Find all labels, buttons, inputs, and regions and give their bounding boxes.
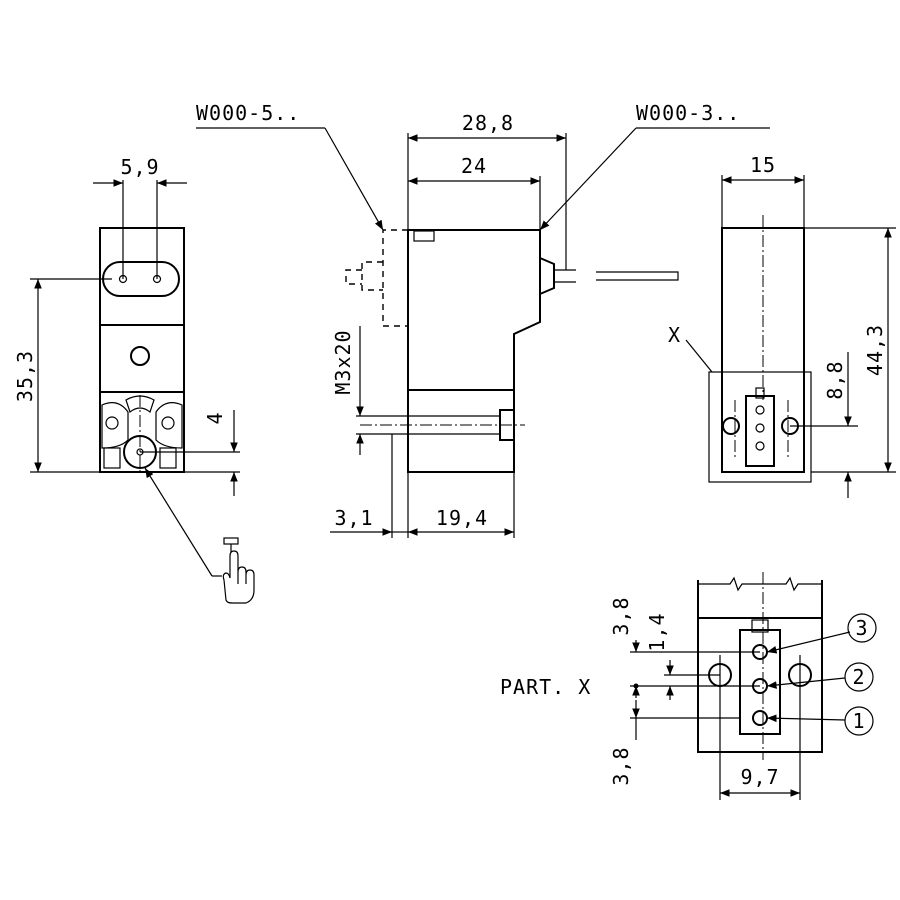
port-3-circle	[847, 613, 877, 643]
thread-label: M3x20	[331, 329, 355, 394]
dim-3-8-bottom: 3,8	[609, 746, 633, 785]
leader-w000-5	[324, 127, 384, 231]
dim-5-9: 5,9	[120, 155, 159, 179]
dim-4: 4	[203, 411, 227, 424]
dim-28-8: 28,8	[462, 111, 514, 135]
port-block	[745, 395, 775, 467]
small-hole-right	[161, 416, 175, 430]
port-2-circle	[844, 662, 874, 692]
connector-outline-dashed	[382, 229, 408, 327]
break-line	[698, 576, 822, 592]
port-1-circle	[844, 706, 874, 736]
front-view: 5,9 35,3 4	[13, 155, 240, 577]
top-notch	[125, 395, 155, 414]
dim-24: 24	[461, 154, 487, 178]
push-hand-icon	[222, 537, 255, 604]
dim-19-4: 19,4	[436, 506, 488, 530]
dim-9-7: 9,7	[740, 765, 779, 789]
cable-gland	[539, 257, 555, 295]
port-1-label: 1	[852, 709, 865, 733]
dim-8-8: 8,8	[823, 360, 847, 399]
side-body-outline	[407, 229, 541, 473]
part-x-port-block	[739, 629, 781, 735]
port-2-label: 2	[852, 665, 865, 689]
label-w000-3: W000-3..	[636, 101, 740, 125]
part-x-detail: 3,8 1,4 3,8 PART. X 9,7 3 2 1	[500, 572, 877, 800]
dim-3-8-top: 3,8	[609, 596, 633, 635]
part-x-outline	[697, 580, 823, 753]
label-x: X	[668, 323, 681, 347]
leader-w000-3	[539, 127, 637, 231]
bottom-port-left	[103, 447, 121, 469]
label-part-x: PART. X	[500, 675, 591, 699]
dim-15: 15	[750, 153, 776, 177]
center-hole	[130, 346, 150, 366]
mounting-slot	[102, 261, 180, 297]
side-view: 28,8 24 W000-5.. W000-3.. M3x20 3,1 19,4	[196, 101, 770, 538]
dim-3-1: 3,1	[334, 506, 373, 530]
bottom-port-right	[159, 447, 177, 469]
small-hole-left	[105, 416, 119, 430]
dim-1-4: 1,4	[645, 612, 669, 651]
cable	[596, 271, 679, 281]
front-body-outline	[99, 227, 185, 473]
label-w000-5: W000-5..	[196, 101, 300, 125]
lower-right-cut	[155, 402, 183, 449]
override-leader	[144, 467, 213, 577]
detail-x-frame	[708, 371, 812, 483]
rear-body-outline	[721, 227, 805, 473]
dim-44-3: 44,3	[863, 324, 887, 376]
dim-35-3: 35,3	[13, 350, 37, 402]
rear-view: X 15 44,3 8,8	[668, 153, 896, 498]
led-window	[413, 230, 435, 242]
port-3-label: 3	[855, 616, 868, 640]
